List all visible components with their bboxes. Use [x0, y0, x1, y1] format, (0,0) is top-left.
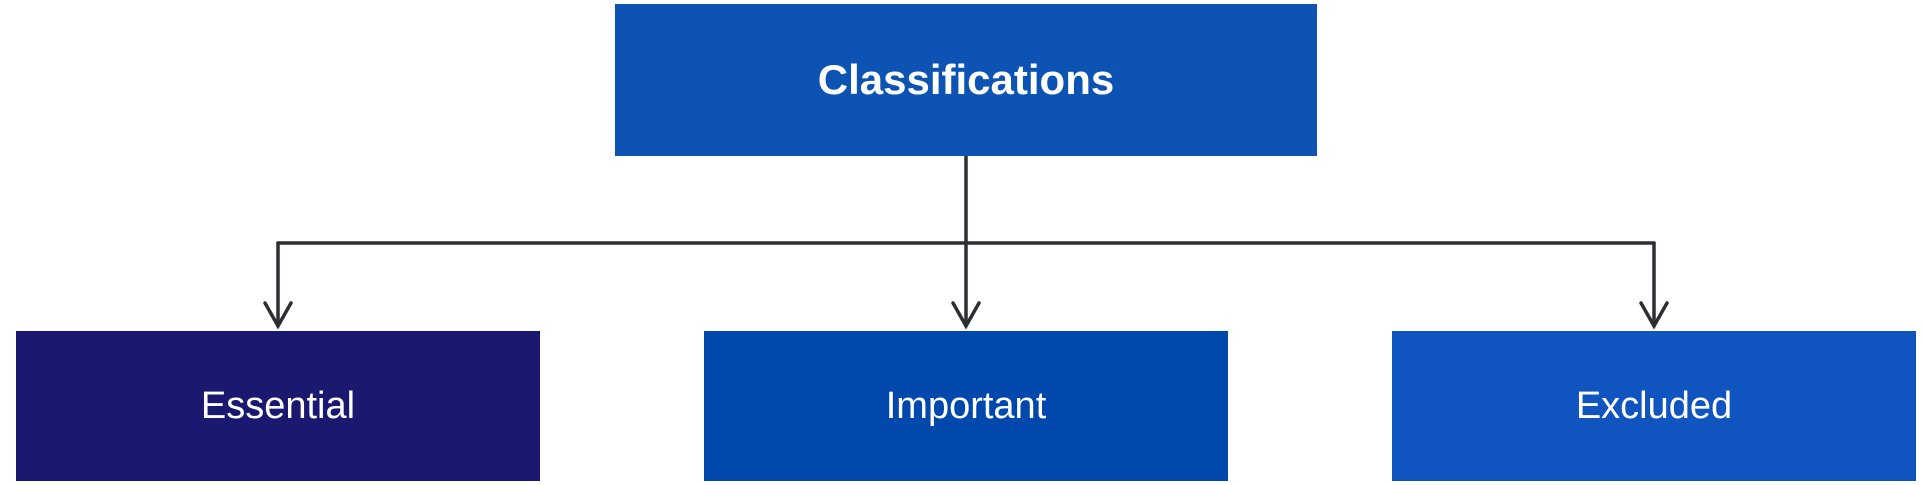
node-important: Important — [704, 331, 1228, 481]
arrowhead-excluded-icon — [1639, 301, 1669, 330]
arrowhead-essential-icon — [263, 301, 293, 330]
node-excluded: Excluded — [1392, 331, 1916, 481]
node-essential: Essential — [16, 331, 540, 481]
node-classifications: Classifications — [615, 4, 1317, 156]
arrowhead-important-icon — [951, 301, 981, 330]
